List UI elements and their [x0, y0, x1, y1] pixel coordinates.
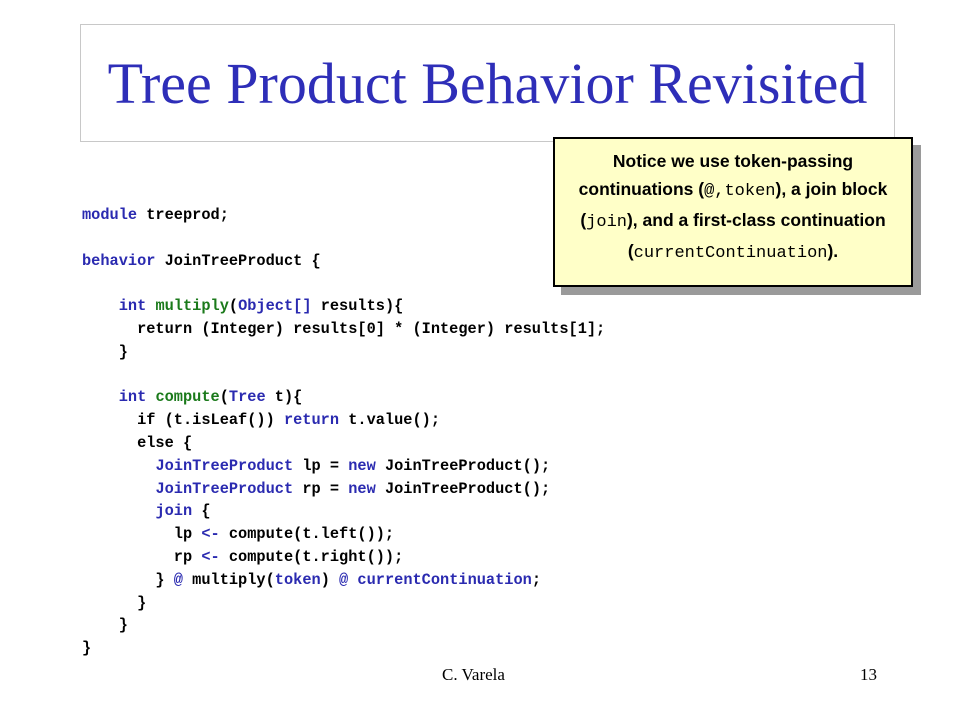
code-line-blank	[82, 227, 605, 250]
code-line: lp <- compute(t.left());	[82, 523, 605, 546]
keyword: behavior	[82, 251, 156, 270]
code-line-blank	[82, 364, 605, 387]
keyword: new	[348, 479, 376, 498]
code-listing: module treeprod; behavior JoinTreeProduct…	[82, 204, 605, 660]
method-name: compute	[155, 388, 220, 407]
code-text: (	[228, 297, 239, 316]
callout-code: join	[586, 213, 627, 232]
type-name: Object[]	[238, 297, 312, 316]
method-name: multiply	[155, 297, 229, 316]
keyword: join	[155, 502, 193, 521]
code-line: return (Integer) results[0] * (Integer) …	[82, 319, 606, 338]
code-text: (	[219, 388, 229, 407]
keyword: return	[283, 411, 340, 430]
code-text: treeprod;	[137, 206, 229, 224]
callout-text: ).	[827, 241, 839, 261]
code-text: JoinTreeProduct();	[375, 479, 551, 498]
type-name: JoinTreeProduct	[155, 456, 294, 475]
indent	[82, 388, 119, 406]
indent	[82, 297, 119, 315]
keyword: module	[82, 206, 138, 224]
operator: <-	[201, 547, 220, 566]
code-line: if (t.isLeaf()) return t.value();	[82, 409, 605, 432]
slide-title: Tree Product Behavior Revisited	[107, 51, 868, 116]
keyword: int	[118, 388, 147, 407]
callout-code: @,token	[704, 182, 776, 201]
code-line: module treeprod;	[82, 204, 605, 227]
callout-text: ), a join block (	[580, 179, 888, 230]
code-line: rp <- compute(t.right());	[82, 546, 605, 569]
code-line: JoinTreeProduct lp = new JoinTreeProduct…	[82, 455, 605, 478]
code-text: )	[320, 570, 340, 589]
indent	[82, 502, 155, 520]
code-line-blank	[82, 272, 605, 295]
indent	[82, 457, 155, 475]
footer-author: C. Varela	[442, 665, 505, 684]
code-text: {	[192, 502, 211, 521]
code-text: compute(t.right());	[219, 547, 404, 566]
indent	[82, 480, 155, 498]
code-line: JoinTreeProduct rp = new JoinTreeProduct…	[82, 478, 605, 501]
callout-text: ), and a first-class continuation (	[626, 210, 886, 261]
code-line: int multiply(Object[] results){	[82, 295, 605, 318]
code-line: }	[82, 639, 92, 658]
code-line: behavior JoinTreeProduct {	[82, 250, 605, 273]
code-text: if (t.isLeaf())	[82, 411, 284, 430]
code-text: compute(t.left());	[219, 525, 395, 544]
code-line: }	[82, 616, 128, 635]
code-line: join {	[82, 500, 605, 523]
code-text: t){	[265, 388, 303, 407]
code-text: t.value();	[339, 411, 441, 430]
code-line: else {	[82, 433, 193, 452]
keyword: token	[274, 570, 321, 589]
type-name: JoinTreeProduct	[155, 479, 294, 498]
callout-code: currentContinuation	[633, 244, 828, 263]
title-box: Tree Product Behavior Revisited	[80, 24, 895, 142]
code-text: rp	[82, 547, 202, 566]
keyword: new	[348, 456, 376, 475]
page-number: 13	[860, 665, 877, 684]
operator: <-	[201, 525, 220, 544]
code-text: rp =	[293, 479, 349, 498]
code-text: }	[82, 570, 174, 589]
callout-note: Notice we use token-passing continuation…	[553, 137, 913, 287]
code-line: }	[82, 593, 147, 612]
code-line: } @ multiply(token) @ currentContinuatio…	[82, 569, 605, 592]
callout-text: Notice we use token-passing continuation…	[578, 151, 854, 199]
code-text: JoinTreeProduct {	[155, 251, 321, 270]
keyword: currentContinuation	[357, 570, 532, 589]
type-name: Tree	[228, 388, 266, 407]
code-text: lp =	[293, 456, 349, 475]
operator: @	[173, 570, 183, 589]
code-line: }	[82, 342, 128, 361]
code-text: multiply(	[182, 570, 275, 589]
keyword: int	[118, 297, 147, 316]
code-text: JoinTreeProduct();	[375, 456, 551, 475]
code-line: int compute(Tree t){	[82, 386, 605, 409]
operator: @	[339, 570, 349, 589]
code-text: results){	[311, 297, 404, 316]
code-text: lp	[82, 525, 202, 544]
code-text: ;	[531, 570, 542, 589]
